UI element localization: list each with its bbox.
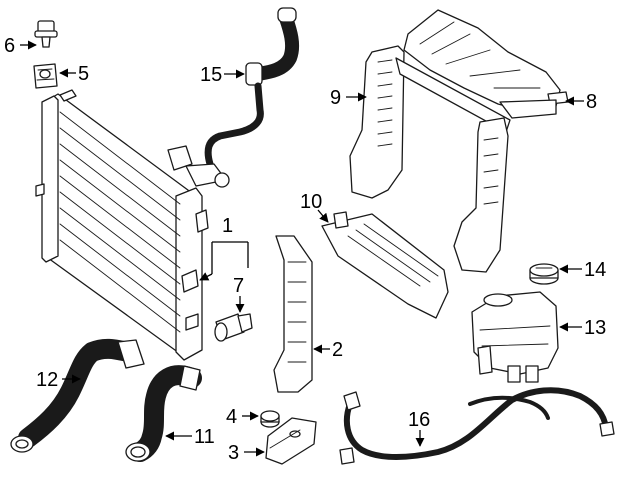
vent-hose-part [339,387,615,465]
callout-15: 15 [200,64,245,86]
callout-label: 10 [300,191,322,213]
push-pin-part [34,20,58,48]
callout-9: 9 [330,87,367,109]
upper-insulator-part [33,63,58,89]
reservoir-cap-part [529,263,559,285]
callout-11: 11 [165,426,215,448]
mounting-bracket-part [265,417,317,465]
callout-4: 4 [226,406,259,428]
callout-label: 6 [4,35,15,57]
callout-16: 16 [408,409,430,447]
callout-1: 1 [199,215,249,281]
callout-label: 2 [332,339,343,361]
callout-label: 15 [200,64,222,86]
callout-13: 13 [559,317,606,339]
callout-label: 9 [330,87,341,109]
callout-label: 4 [226,406,237,428]
lower-hose-part [125,365,202,462]
bushing-part [260,410,280,428]
callout-7: 7 [233,275,245,313]
callout-5: 5 [59,63,89,85]
callout-12: 12 [36,369,81,391]
side-air-baffle-part [273,235,313,393]
callout-label: 7 [233,275,244,297]
callout-label: 8 [586,91,597,113]
callout-label: 3 [228,442,239,464]
lower-air-deflector-part [321,211,449,319]
overflow-hose-part [167,7,300,188]
callout-10: 10 [300,191,329,223]
callout-2: 2 [313,339,343,361]
callout-14: 14 [559,259,606,281]
upper-support-panel-part [403,9,569,119]
callout-label: 16 [408,409,430,431]
left-side-baffle-part [349,45,511,273]
drain-plug-part [214,313,253,342]
callout-6: 6 [4,35,37,57]
callout-label: 1 [222,215,233,237]
upper-hose-part [10,338,145,453]
expansion-tank-part [471,291,559,383]
callout-3: 3 [228,442,265,464]
callout-label: 12 [36,369,58,391]
callout-label: 13 [584,317,606,339]
callout-8: 8 [565,91,597,113]
radiator-part [35,89,209,361]
callout-label: 5 [78,63,89,85]
callout-label: 14 [584,259,606,281]
callout-label: 11 [194,426,215,448]
